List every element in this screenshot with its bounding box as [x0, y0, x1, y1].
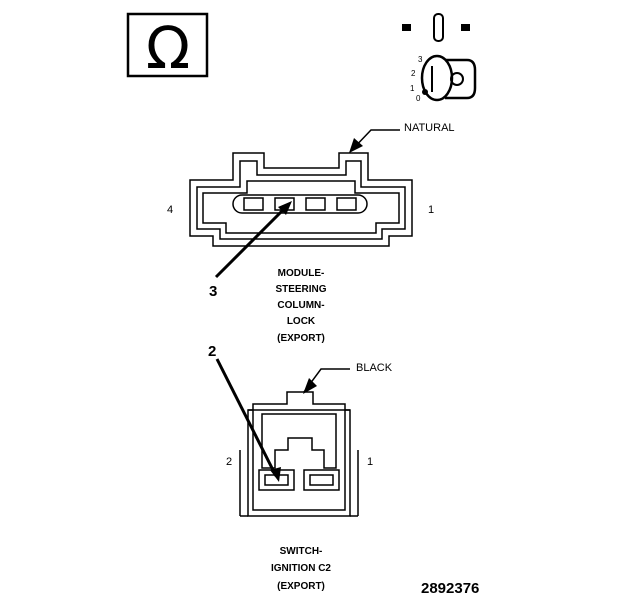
pin-2-label: 2 [226, 456, 232, 468]
caption-bottom-line-3: (EXPORT) [277, 581, 325, 592]
callout-3-leader [214, 203, 290, 279]
callout-3: 3 [209, 283, 217, 300]
pin-1-label: 1 [428, 204, 434, 216]
caption-top-line-5: (EXPORT) [277, 333, 325, 344]
callout-3-arrowhead [278, 201, 292, 215]
callout-2-arrowhead [270, 467, 281, 482]
black-leader [303, 368, 350, 394]
callout-2: 2 [208, 343, 216, 360]
steering-column-lock-caption: MODULE- STEERING COLUMN- LOCK (EXPORT) [275, 268, 326, 344]
ignition-switch-caption: SWITCH- IGNITION C2 (EXPORT) [271, 546, 331, 592]
key-position-3: 3 [418, 55, 423, 64]
natural-color-label: NATURAL [404, 122, 455, 134]
pin-1-bottom-label: 1 [367, 456, 373, 468]
black-color-label: BLACK [356, 362, 393, 374]
key-position-2: 2 [411, 69, 416, 78]
caption-top-line-4: LOCK [287, 316, 316, 327]
omega-icon: Ω [126, 12, 209, 82]
caption-top-line-3: COLUMN- [277, 300, 324, 311]
caption-bottom-line-1: SWITCH- [280, 546, 323, 557]
caption-bottom-line-2: IGNITION C2 [271, 563, 331, 574]
omega-symbol: Ω [146, 14, 190, 82]
steering-column-lock-connector [189, 152, 413, 247]
ignition-key-icon: 3 2 1 0 [402, 13, 477, 103]
key-position-0: 0 [416, 94, 421, 103]
pin-4-label: 4 [167, 204, 173, 216]
natural-leader [349, 129, 400, 153]
key-position-1: 1 [410, 84, 415, 93]
caption-top-line-2: STEERING [275, 284, 326, 295]
ignition-switch-connector [239, 391, 359, 517]
callout-2-leader [215, 358, 278, 477]
caption-top-line-1: MODULE- [278, 268, 325, 279]
figure-number: 2892376 [421, 580, 479, 597]
